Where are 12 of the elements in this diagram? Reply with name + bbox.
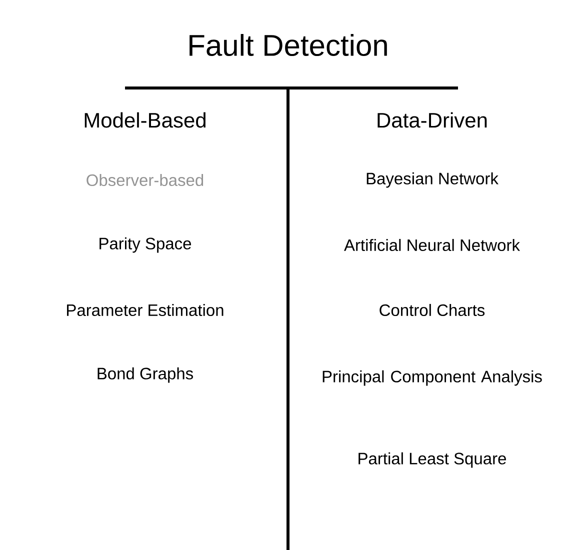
column-heading: Data-Driven [378,112,487,128]
method-label: Principal Component Analysis [322,370,542,386]
method-label: Bond Graphs [98,367,193,383]
title: Fault Detection [190,34,387,56]
method-label: Artificial Neural Network [344,238,520,252]
method-label: Bayesian Network [366,172,498,188]
method-label: Partial Least Square [358,452,506,468]
method-label: Control Charts [380,304,485,316]
method-label: Parity Space [100,237,192,253]
method-label: Parameter Estimation [67,304,224,316]
method-label: Observer-based [86,174,204,186]
column-heading: Model-Based [84,112,206,128]
